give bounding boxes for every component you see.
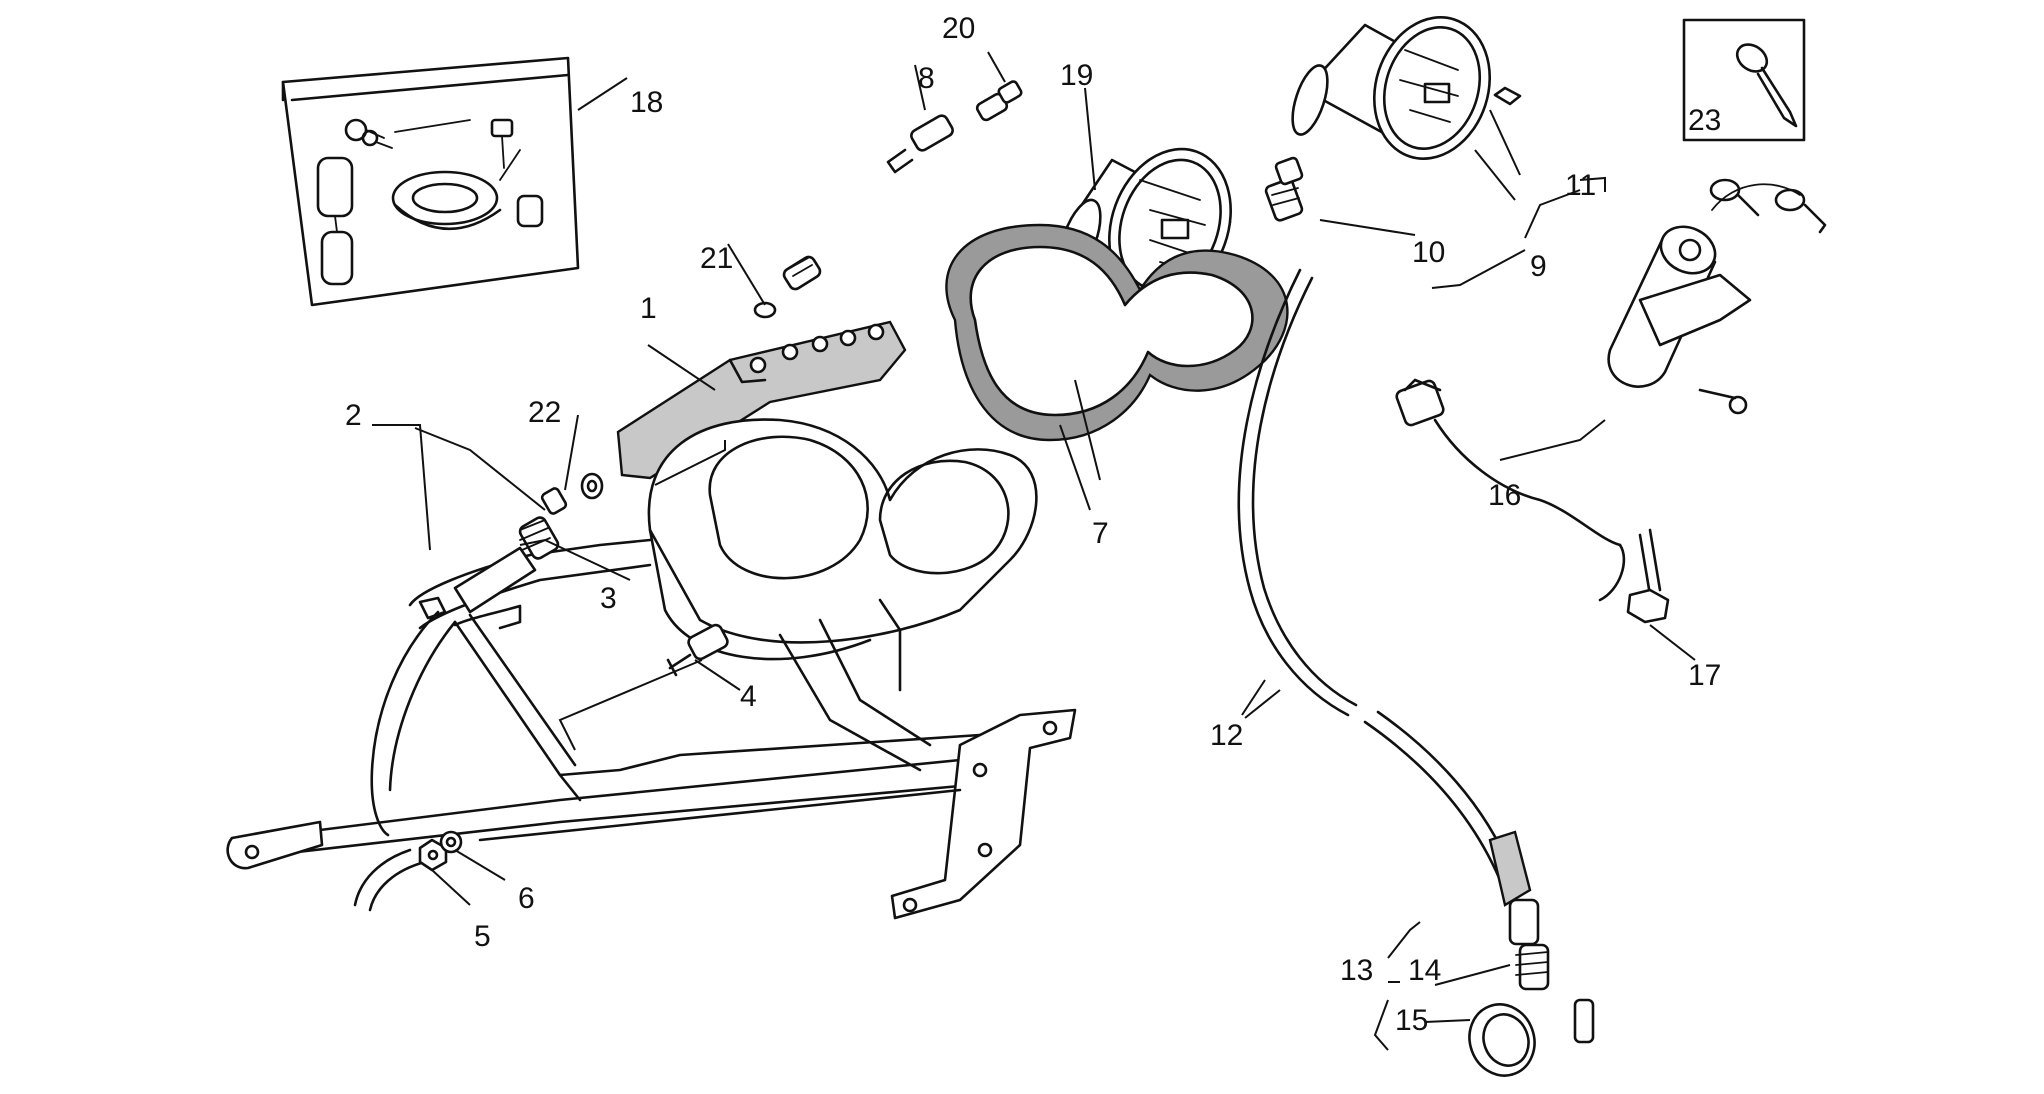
nut-and-washer	[418, 830, 463, 872]
tachometer-gauge	[1291, 16, 1522, 160]
callout-21: 21	[700, 242, 733, 275]
screw-21	[753, 255, 822, 319]
ignition-switch	[1395, 178, 1827, 624]
instrument-housing	[616, 320, 1038, 661]
callout-19: 19	[1060, 59, 1093, 92]
callout-1: 1	[640, 292, 657, 325]
callout-18: 18	[630, 86, 663, 119]
key-item-box	[1682, 18, 1806, 142]
callout-15: 15	[1395, 1004, 1428, 1037]
callout-17: 17	[1688, 659, 1721, 692]
kit-sheet-drawing	[281, 56, 580, 307]
callout-16: 16	[1488, 479, 1521, 512]
leader-lines	[372, 51, 1696, 1051]
speedometer-cable	[1237, 268, 1595, 1077]
mounting-bolt-assembly	[418, 472, 604, 620]
callout-22: 22	[528, 396, 561, 429]
cable-connector-10	[1264, 156, 1304, 222]
callout-23: 23	[1688, 104, 1721, 137]
callout-3: 3	[600, 582, 617, 615]
callout-8: 8	[918, 62, 935, 95]
callout-7: 7	[1092, 517, 1109, 550]
callout-12: 12	[1210, 719, 1243, 752]
callout-5: 5	[474, 920, 491, 953]
callout-13: 13	[1340, 954, 1373, 987]
support-frame	[226, 538, 1077, 920]
callout-9: 9	[1530, 250, 1547, 283]
callout-14: 14	[1408, 954, 1441, 987]
bulb-holder-parts	[886, 80, 1023, 174]
stud-bolt	[666, 623, 729, 677]
callout-4: 4	[740, 680, 757, 713]
callout-10: 10	[1412, 236, 1445, 269]
callout-2: 2	[345, 399, 362, 432]
callout-11: 11	[1565, 169, 1596, 202]
instrument-gasket	[945, 223, 1289, 442]
callout-6: 6	[518, 882, 535, 915]
callout-labels: 1 2 3 4 5 6 7 8 9 10 11 12 13 14 15 16 1…	[345, 12, 1721, 1037]
callout-20: 20	[942, 12, 975, 45]
